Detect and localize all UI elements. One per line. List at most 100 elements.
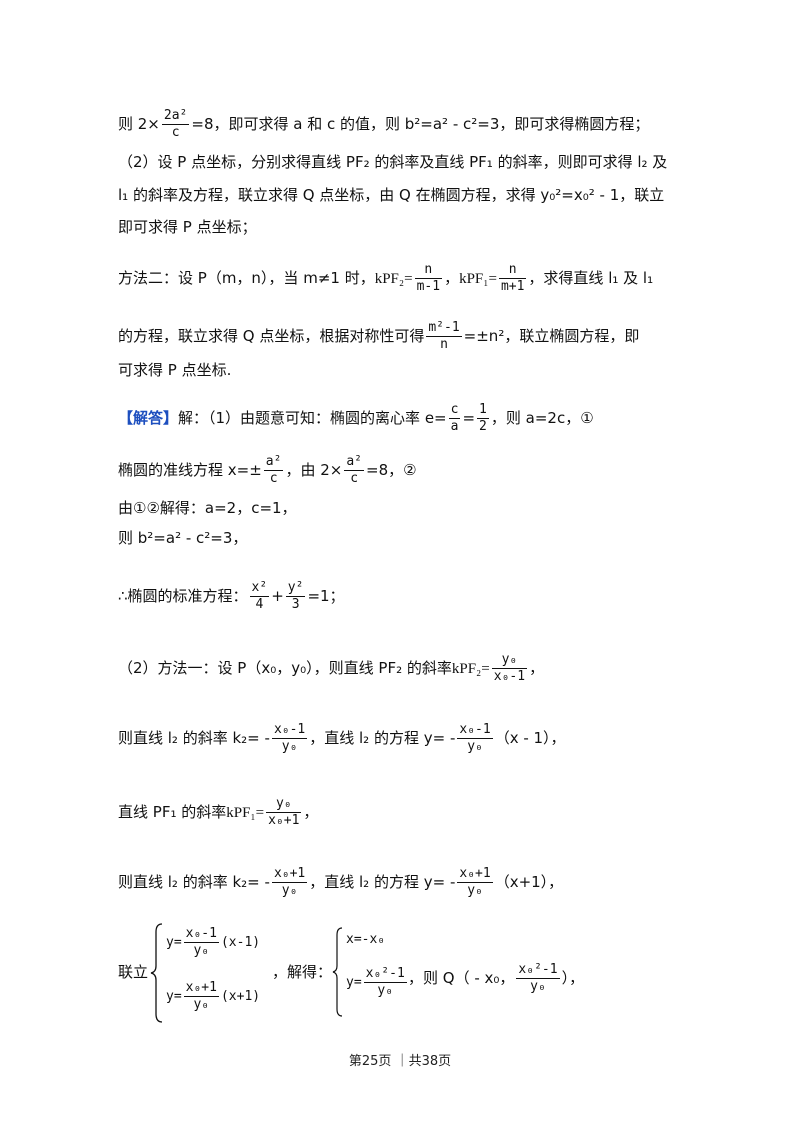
slope-label: kPF₂= [451,661,490,677]
answer-tag: 【解答】 [118,409,179,427]
text: ，由 2× [285,461,343,479]
denominator: c [350,471,359,486]
numerator: x₀-1 [271,722,308,739]
numerator: n [414,262,443,279]
text: y= [346,975,362,990]
numerator: x₀+1 [271,866,308,883]
text: 由①②解得：a=2，c=1， [118,499,297,517]
text: ，直线 l₂ 的方程 y= - [309,729,456,747]
slope-label: kPF₂= [374,271,413,287]
left-brace-1 [150,923,163,1023]
text: 即可求得 P 点坐标； [118,218,257,236]
left-brace-2 [332,927,343,1017]
text: （x+1）， [494,873,564,891]
numerator: x₀²-1 [363,966,407,983]
denominator: c [269,471,278,486]
text: 直线 PF₁ 的斜率 [118,803,227,821]
denominator: c [171,125,180,140]
text: =8，即可求得 a 和 c 的值，则 b²=a² - c²=3，即可求得椭圆方程… [191,115,650,133]
text-line-2: （2）设 P 点坐标，分别求得直线 PF₂ 的斜率及直线 PF₁ 的斜率，则即可… [118,152,667,172]
numerator: x₀+1 [457,866,493,883]
denominator: y₀ [377,983,394,998]
text: =8，② [366,461,417,479]
denominator: y₀ [530,979,546,994]
text-line-17-mid: ，解得： [272,962,332,982]
text-line-3: l₁ 的斜率及方程，联立求得 Q 点坐标，由 Q 在椭圆方程，求得 y₀²=x₀… [118,185,664,205]
text: 则直线 l₂ 的斜率 k₂= - [118,729,270,747]
text: (x-1) [220,935,261,950]
denominator: n [440,337,448,352]
numerator: x₀+1 [183,980,219,997]
text: ，求得直线 l₁ 及 l₁ [528,269,654,287]
text: （2）设 P 点坐标，分别求得直线 PF₂ 的斜率及直线 PF₁ 的斜率，则即可… [118,153,668,171]
denominator: y₀ [193,943,210,958]
numerator: x₀-1 [183,926,219,943]
text: ，则 Q（ - x₀， [408,969,515,987]
denominator: m+1 [500,279,525,294]
text: （2）方法一：设 P（x₀，y₀），则直线 PF₂ 的斜率 [118,659,452,677]
numerator: 1 [477,402,489,419]
text: ∴椭圆的标准方程： [118,587,248,605]
slope-label: ，kPF₁= [444,271,497,287]
text-line-4: 即可求得 P 点坐标； [118,217,257,237]
text: ）， [561,969,585,987]
text: 可求得 P 点坐标. [118,361,232,379]
text: 联立 [118,963,149,981]
text: + [271,587,284,605]
text-line-7: 可求得 P 点坐标. [118,360,231,380]
denominator: y₀ [281,883,298,898]
denominator: y₀ [281,739,298,754]
denominator: 2 [479,419,487,434]
denominator: y₀ [193,997,210,1012]
numerator: y₀ [491,652,528,669]
text: 方法二：设 P（m，n），当 m≠1 时， [118,269,375,287]
numerator: x₀²-1 [516,962,560,979]
text: l₁ 的斜率及方程，联立求得 Q 点坐标，由 Q 在椭圆方程，求得 y₀²=x₀… [118,186,665,204]
text: 则 2× [118,115,160,133]
numerator: 2a² [161,108,190,125]
text: x=-x₀ [346,932,386,947]
denominator: y₀ [467,739,483,754]
text-line-11: 则 b²=a² - c²=3， [118,528,247,548]
text: = [462,409,476,427]
numerator: c [448,402,461,419]
slope-label: kPF₁= [226,805,265,821]
text: (x+1) [220,989,261,1004]
text: y= [166,935,182,950]
text: 椭圆的准线方程 x=± [118,461,262,479]
denominator: 3 [291,597,300,612]
numerator: a² [263,454,284,471]
denominator: 4 [255,597,264,612]
denominator: x₀+1 [268,813,300,828]
text: ， [529,659,545,677]
page-footer: 第25页 ｜共38页 [348,1054,452,1069]
text: ，则 a=2c，① [490,409,594,427]
text: ， [303,803,319,821]
numerator: a² [344,454,364,471]
denominator: m-1 [416,279,441,294]
text: y= [166,989,182,1004]
text: 的方程，联立求得 Q 点坐标，根据对称性可得 [118,327,425,345]
text-line-17-label: 联立 [118,962,148,982]
